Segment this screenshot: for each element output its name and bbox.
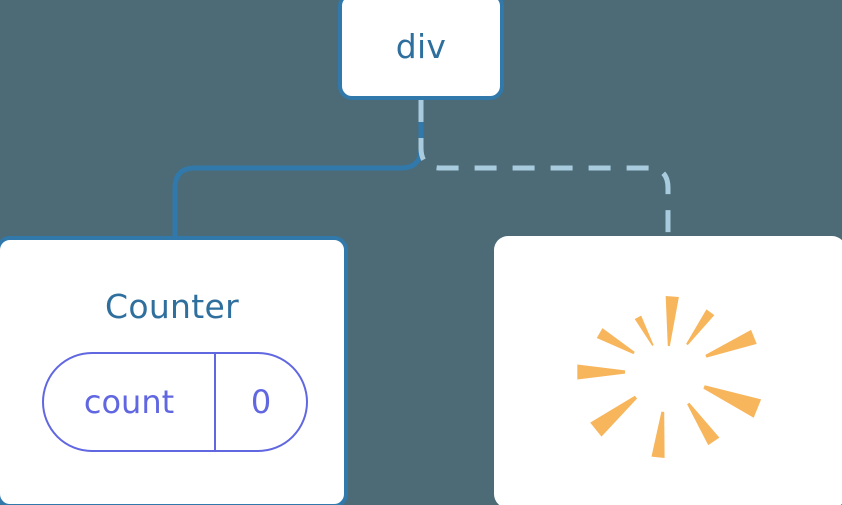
node-counter-label: Counter (105, 287, 239, 326)
prop-pill-count[interactable]: count 0 (42, 352, 308, 452)
sunburst-ray-0 (665, 296, 679, 347)
edge-root-spark (418, 100, 671, 238)
sunburst-ray-2 (596, 328, 635, 355)
node-div[interactable]: div (338, 0, 504, 100)
prop-name-count: count (44, 354, 216, 450)
sunburst-ray-5 (651, 411, 665, 458)
prop-value-count: 0 (250, 383, 272, 421)
node-div-label: div (395, 26, 447, 66)
sunburst-ray-4 (590, 395, 638, 437)
sunburst-icon (577, 296, 762, 458)
sunburst-ray-1 (634, 315, 654, 346)
sunburst-ray-8 (705, 329, 757, 358)
edge-root-counter (172, 97, 424, 241)
sunburst-ray-9 (686, 309, 715, 346)
sunburst-ray-7 (703, 385, 762, 418)
node-spark[interactable] (494, 236, 842, 505)
sunburst-ray-3 (577, 364, 626, 380)
sunburst-ray-6 (687, 402, 720, 446)
